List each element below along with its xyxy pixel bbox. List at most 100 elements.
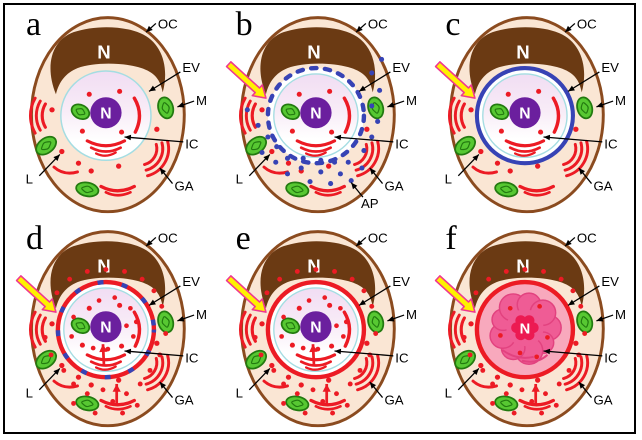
- autophagosome-dot: [368, 103, 374, 109]
- lysosome-dot: [329, 410, 335, 416]
- callout-arrowhead: [387, 315, 395, 321]
- lysosome-dot: [268, 148, 275, 155]
- lysosome-dot: [117, 302, 123, 308]
- label-EV: EV: [392, 60, 410, 75]
- host-nucleus-label: N: [307, 255, 320, 276]
- lysosome-dot: [512, 410, 517, 416]
- golgi-apparatus-stack: [471, 379, 499, 389]
- parasite-golgi: [505, 139, 546, 148]
- mitochondrion: [454, 135, 477, 156]
- golgi-apparatus-stack: [563, 141, 584, 172]
- parasite-golgi: [295, 139, 336, 148]
- callout-arrowhead: [543, 348, 551, 354]
- callout-arrowhead: [263, 154, 270, 161]
- callout-arrowhead: [334, 348, 341, 354]
- host-nucleus-label: N: [517, 255, 530, 276]
- lysosome-dot: [337, 305, 343, 311]
- lysosome-dot: [529, 398, 535, 404]
- golgi-apparatus-stack: [454, 99, 462, 132]
- mitochondrion: [75, 181, 100, 198]
- label-IC: IC: [605, 137, 618, 152]
- lysosome-dot: [86, 305, 92, 311]
- fusion-arrowhead: [308, 343, 318, 352]
- callout-arrowhead: [472, 367, 480, 375]
- callout-arrowhead: [369, 381, 376, 389]
- golgi-apparatus-stack: [448, 96, 456, 135]
- lysosome-dot: [296, 91, 302, 97]
- mitochondrion: [157, 96, 175, 120]
- golgi-apparatus-stack: [314, 404, 342, 411]
- label-AP: AP: [361, 196, 379, 211]
- parasite-nucleus: [90, 97, 122, 129]
- lysosome-dot: [42, 334, 48, 340]
- lysosome-dot: [504, 390, 510, 396]
- lysosome-dot: [280, 381, 286, 386]
- callout-arrowhead: [472, 154, 480, 161]
- lysosome-dot: [372, 330, 378, 336]
- callout-arrowhead: [177, 315, 185, 321]
- lysosome-dot: [573, 126, 579, 132]
- callout-arrow: [334, 349, 394, 356]
- microinjection-arrow-icon: [15, 274, 57, 313]
- lysosome-dot: [507, 381, 514, 388]
- lysosome-dot: [294, 268, 300, 274]
- lysosome-dot: [333, 390, 339, 396]
- callout-arrowhead: [596, 102, 604, 108]
- label-L: L: [235, 172, 242, 187]
- label-IC: IC: [395, 137, 408, 152]
- lysosome-dot: [61, 367, 67, 373]
- lysosome-dot: [322, 294, 327, 300]
- golgi-apparatus-stack: [99, 184, 136, 193]
- golgi-apparatus-stack: [146, 353, 171, 391]
- golgi-apparatus-stack: [52, 165, 79, 175]
- callout-arrowhead: [358, 85, 366, 92]
- golgi-apparatus-stack: [314, 190, 342, 197]
- lysosome-dot: [84, 390, 90, 396]
- golgi-apparatus-stack: [143, 142, 159, 166]
- lysosome-dot: [100, 386, 106, 392]
- lysosome-dot: [296, 305, 302, 311]
- lysosome-dot: [467, 351, 473, 357]
- golgi-apparatus-stack: [355, 139, 380, 178]
- lysosome-dot: [122, 268, 127, 274]
- golgi-apparatus-stack: [565, 353, 590, 391]
- label-IC: IC: [185, 137, 198, 152]
- label-IC: IC: [395, 350, 408, 365]
- golgi-apparatus-stack: [460, 102, 467, 129]
- autophagosome-dot: [272, 159, 278, 165]
- lysosome-dot: [535, 163, 541, 169]
- golgi-apparatus-stack: [52, 379, 79, 389]
- parasite-golgi: [89, 146, 122, 153]
- golgi-apparatus-stack: [144, 141, 165, 172]
- callout-arrowhead: [565, 239, 573, 246]
- autophagosome-dot: [298, 165, 304, 171]
- lysosome-dot: [124, 322, 129, 328]
- lysosome-dot: [559, 276, 564, 282]
- lysosome-dot: [490, 400, 496, 406]
- lysosome-dot: [302, 410, 308, 416]
- label-EV: EV: [602, 60, 620, 75]
- autophagosome-dot: [374, 118, 380, 124]
- lysosome-dot: [151, 287, 157, 293]
- lysosome-dot: [478, 148, 484, 155]
- lysosome-dot: [133, 319, 139, 324]
- lysosome-dot: [543, 390, 549, 396]
- golgi-apparatus-stack: [352, 142, 368, 166]
- parasite-golgi: [85, 139, 127, 148]
- mitochondrion: [366, 96, 384, 120]
- parasite-er: [551, 96, 561, 134]
- callout-arrowhead: [387, 102, 395, 108]
- parasite-golgi: [304, 151, 327, 157]
- callout-arrowhead: [53, 154, 60, 161]
- lysosome-dot: [278, 333, 284, 339]
- lysosome-dot: [96, 297, 102, 303]
- lysosome-dot: [519, 386, 525, 392]
- lysosome-dot: [71, 381, 77, 386]
- label-M: M: [406, 307, 417, 322]
- microinjection-arrow-icon: [435, 274, 477, 313]
- callout-arrowhead: [146, 25, 153, 33]
